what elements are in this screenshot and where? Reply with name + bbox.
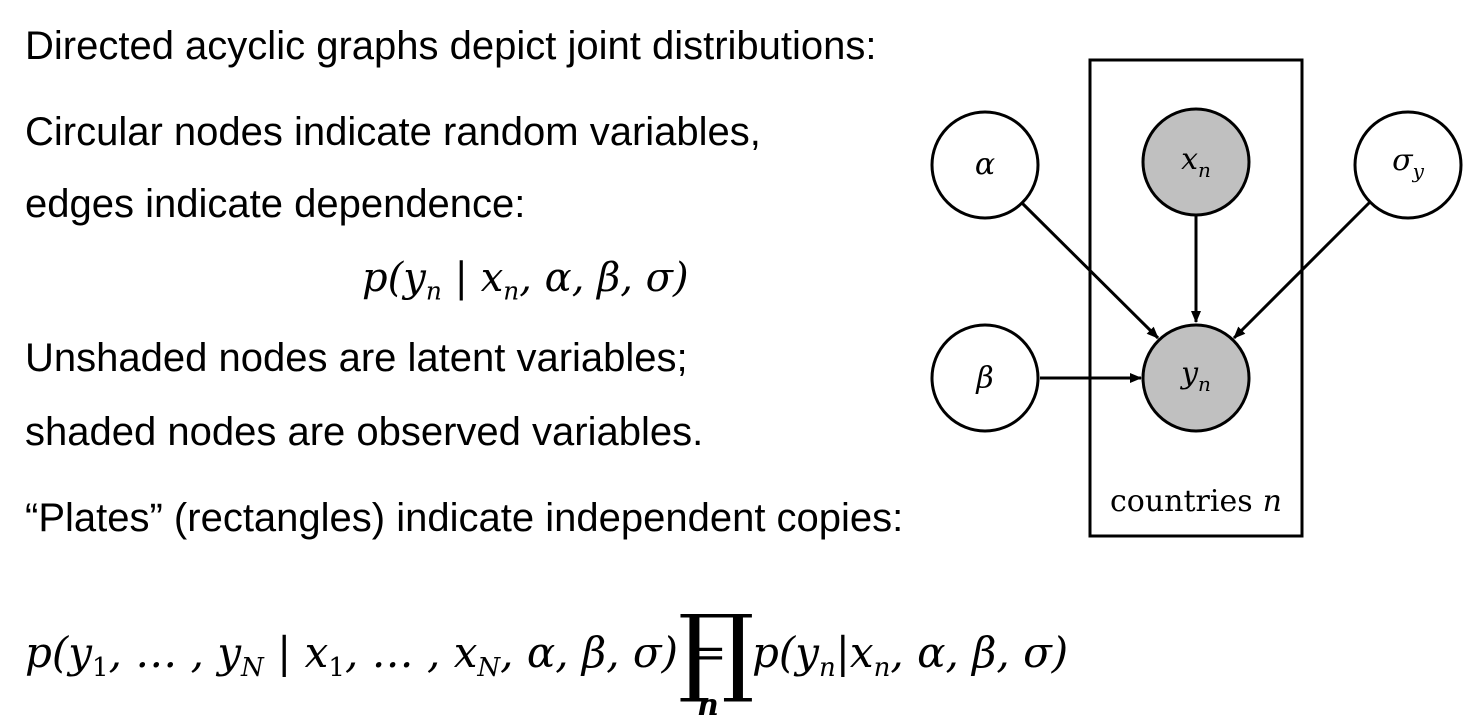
- joint-equation-lhs: p(y1, … , yN | x1, … , xN, α, β, σ) =: [25, 628, 727, 684]
- node-alpha-label: α: [975, 147, 995, 182]
- product-index: n: [697, 688, 719, 723]
- text-line-shaded: shaded nodes are observed variables.: [25, 410, 704, 454]
- node-y-label: yn: [1179, 356, 1211, 396]
- text-line-edges: edges indicate dependence:: [25, 182, 526, 226]
- node-x-label: xn: [1181, 142, 1211, 182]
- edge-sigma-to-y: [1232, 200, 1372, 340]
- conditional-equation: p(yn | xn, α, β, σ): [362, 255, 689, 306]
- node-beta-label: β: [975, 361, 993, 396]
- node-sigma: σy: [1353, 110, 1463, 220]
- edge-alpha-to-y: [1019, 200, 1160, 340]
- joint-equation-rhs: p(yn|xn, α, β, σ): [752, 628, 1069, 684]
- text-line-circular-nodes: Circular nodes indicate random variables…: [25, 110, 761, 154]
- node-beta: β: [930, 323, 1040, 433]
- node-alpha: α: [930, 110, 1040, 220]
- text-line-plates: “Plates” (rectangles) indicate independe…: [25, 496, 904, 540]
- node-sigma-label: σy: [1392, 143, 1424, 183]
- product-symbol: ∏: [678, 594, 755, 706]
- node-x: xn: [1141, 107, 1251, 217]
- text-line-unshaded: Unshaded nodes are latent variables;: [25, 336, 688, 380]
- text-line-dag: Directed acyclic graphs depict joint dis…: [25, 24, 877, 68]
- plate-rectangle: [1088, 58, 1304, 538]
- node-y: yn: [1141, 323, 1251, 433]
